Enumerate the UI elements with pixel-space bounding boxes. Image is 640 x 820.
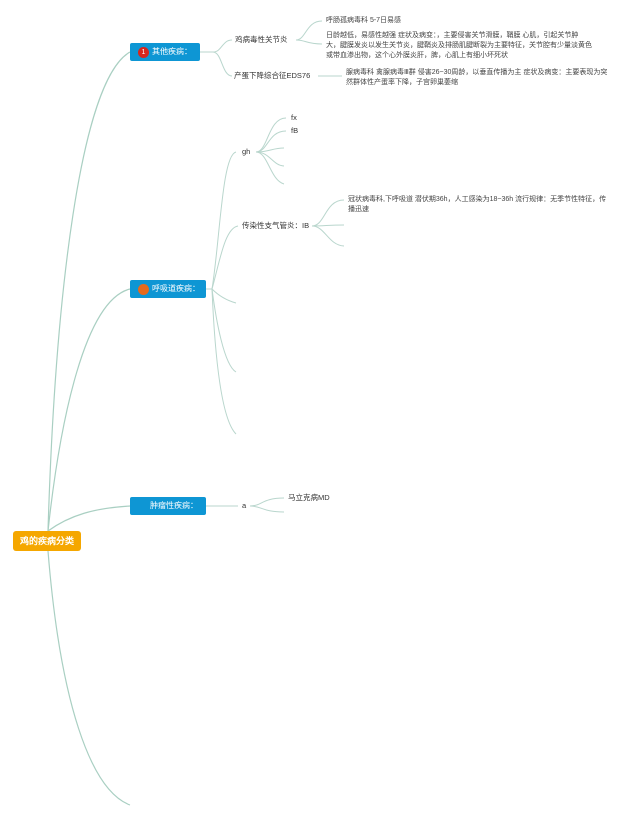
subtopic-marek-disease[interactable]: 马立克病MD <box>288 493 330 502</box>
edge-resp-ib <box>211 225 239 290</box>
edge-gh-e5 <box>255 151 285 185</box>
edge-a-e2 <box>249 505 285 513</box>
edge-other-arthritis <box>212 39 233 53</box>
edge-resp-e5 <box>211 288 237 435</box>
edge-ib-d1 <box>311 199 345 227</box>
topic-viral-arthritis[interactable]: 鸡病毒性关节炎 <box>235 35 288 44</box>
edge-resp-e3 <box>211 288 237 304</box>
detail-arthritis-symptoms: 日龄越低，易感性越强 症状及病变：，主要侵害关节滑膜，鞘膜 心肌，引起关节肿大，… <box>326 32 592 59</box>
branch-tumor-diseases[interactable]: 肿瘤性疾病： <box>130 497 206 515</box>
edge-resp-gh <box>211 151 237 290</box>
edge-a-md <box>249 497 285 507</box>
edge-root-tumor <box>47 505 131 532</box>
priority-1-icon: 1 <box>138 46 149 58</box>
edge-arthritis-d2 <box>295 39 323 45</box>
topic-gh[interactable]: gh <box>242 147 251 156</box>
root-node[interactable]: 鸡的疾病分类 <box>13 531 81 551</box>
subtopic-fx[interactable]: fx <box>291 113 297 122</box>
edge-gh-e4 <box>255 151 285 167</box>
detail-ib: 冠状病毒科,下呼吸道 潜伏期36h，人工感染为18~36h 流行规律：无季节性特… <box>348 196 607 213</box>
edge-gh-fb <box>255 130 287 153</box>
edge-arthritis-d1 <box>295 20 323 41</box>
edge-root-other <box>47 51 131 532</box>
priority-2-icon <box>138 283 149 295</box>
detail-eds-symptoms: 腺病毒科 禽腺病毒Ⅲ群 侵害26~30周龄，以垂直传播为主 症状及病变：主要表现… <box>346 69 608 86</box>
topic-a[interactable]: a <box>242 501 247 510</box>
branch-label: 肿瘤性疾病： <box>150 501 198 510</box>
topic-infectious-bronchitis[interactable]: 传染性支气管炎：IB <box>242 221 310 230</box>
subtopic-fb[interactable]: fB <box>291 126 299 135</box>
branch-other-diseases[interactable]: 1 其他疾病： <box>130 43 200 61</box>
detail-arthritis-virus: 呼肠孤病毒科 5-7日易感 <box>326 17 402 24</box>
topic-eds76[interactable]: 产蛋下降综合征EDS76 <box>234 71 311 80</box>
branch-label: 呼吸道疾病： <box>152 284 200 293</box>
branch-label: 其他疾病： <box>152 47 192 56</box>
edge-resp-e4 <box>211 288 237 373</box>
branch-respiratory-diseases[interactable]: 呼吸道疾病： <box>130 280 206 298</box>
edge-root-empty <box>47 550 131 806</box>
edge-ib-e3 <box>311 225 345 247</box>
edge-gh-fx <box>255 117 287 153</box>
edge-other-eds <box>212 51 233 77</box>
edge-root-respiratory <box>47 288 131 532</box>
